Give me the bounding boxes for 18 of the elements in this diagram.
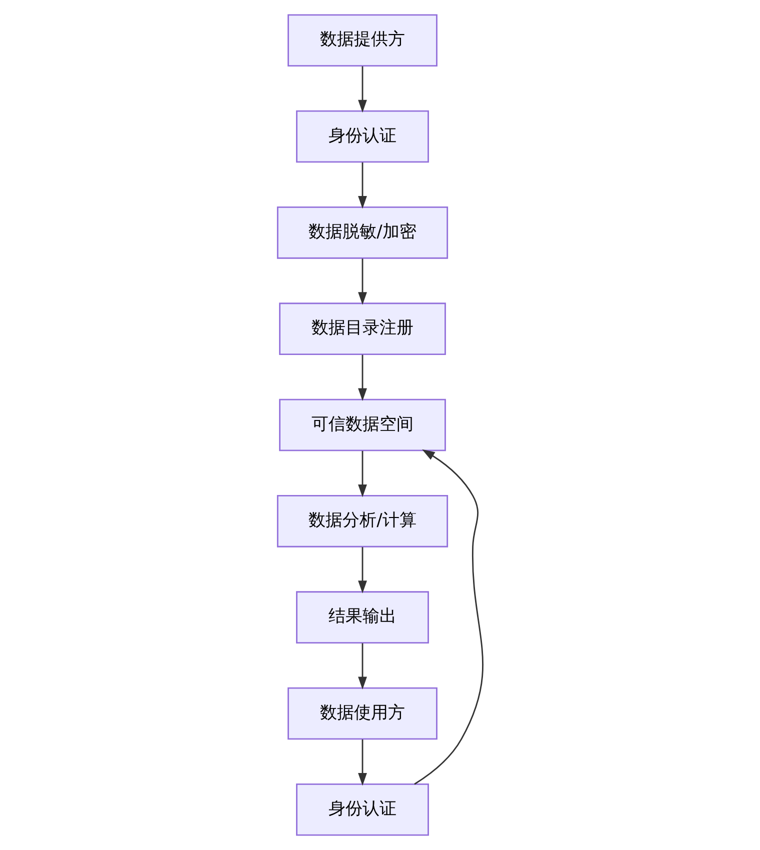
node-box: 数据分析/计算: [276, 495, 448, 548]
arrow: [358, 162, 366, 209]
node-box: 数据使用方: [287, 687, 437, 740]
node-box: 数据脱敏/加密: [276, 206, 448, 259]
arrow: [358, 258, 366, 305]
arrow: [358, 739, 366, 786]
arrow: [358, 547, 366, 594]
node-box: 身份认证: [296, 110, 428, 163]
node-box: 数据目录注册: [278, 302, 446, 355]
arrow: [358, 354, 366, 402]
arrow: [358, 66, 366, 113]
node-box: 结果输出: [296, 591, 428, 644]
arrow: [358, 450, 366, 498]
arrow: [358, 643, 366, 690]
arrow: [414, 449, 483, 785]
node-box: 身份认证: [296, 783, 428, 836]
node-box: 可信数据空间: [278, 398, 446, 452]
node-box: 数据提供方: [287, 14, 437, 67]
